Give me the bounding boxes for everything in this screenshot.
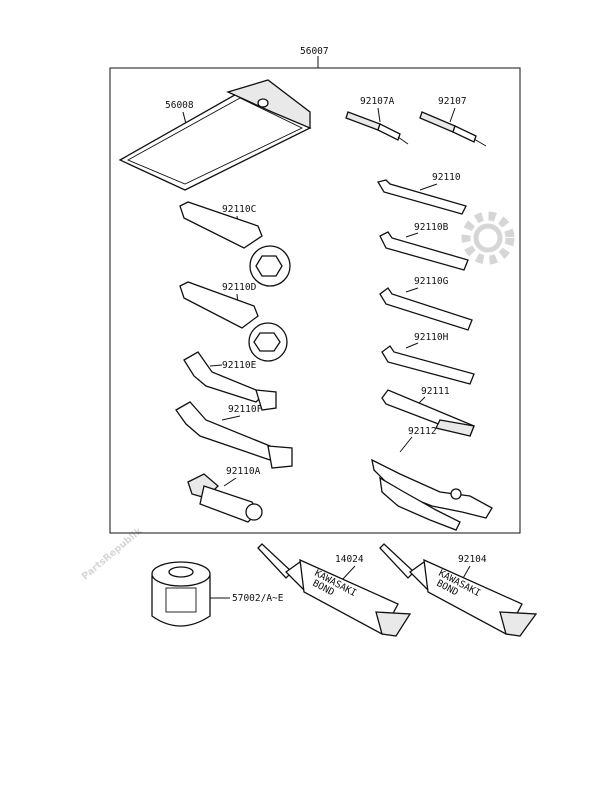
label-14024: 14024 <box>335 554 364 565</box>
oil-filter-57002 <box>151 561 211 627</box>
socket-wrench-92110a <box>187 473 263 523</box>
gear-icon <box>461 211 515 265</box>
label-92107a: 92107A <box>360 96 395 107</box>
screwdriver-92107 <box>419 111 487 147</box>
screwdriver-92107a <box>345 111 409 145</box>
hex-key-92110 <box>376 179 467 215</box>
labels: 56007 56008 92107A 92107 92110 92110C 92… <box>165 46 487 604</box>
label-57002: 57002/A~E <box>232 593 284 604</box>
label-92110d: 92110D <box>222 282 257 293</box>
label-92111: 92111 <box>421 386 450 397</box>
watermark: PartsRepublik <box>80 211 515 582</box>
label-92110e: 92110E <box>222 360 257 371</box>
open-wrench-92110f <box>175 401 293 469</box>
label-92107: 92107 <box>438 96 467 107</box>
label-92110g: 92110G <box>414 276 449 287</box>
label-92104: 92104 <box>458 554 487 565</box>
kit-box <box>109 67 521 534</box>
hex-key-92110h <box>381 345 475 385</box>
label-92110b: 92110B <box>414 222 449 233</box>
label-56008: 56008 <box>165 100 194 111</box>
bond-tube-14024: KAWASAKI BOND <box>257 543 412 637</box>
leader-lines <box>182 107 471 599</box>
hex-key-92110g <box>379 287 473 331</box>
box-wrench-92110d <box>179 281 288 362</box>
label-92110c: 92110C <box>222 204 256 215</box>
open-wrench-92110e <box>183 351 277 411</box>
tool-pouch-56008 <box>118 79 312 191</box>
label-92110f: 92110F <box>228 404 263 415</box>
label-92112: 92112 <box>408 426 437 437</box>
label-92110: 92110 <box>432 172 461 183</box>
label-92110a: 92110A <box>226 466 261 477</box>
label-92110h: 92110H <box>414 332 449 343</box>
hex-key-92110b <box>379 231 469 271</box>
extension-92111 <box>381 389 475 437</box>
pliers-92112 <box>371 458 493 531</box>
watermark-text: PartsRepublik <box>80 525 145 582</box>
box-wrench-92110c <box>179 201 291 287</box>
label-56007: 56007 <box>300 46 329 57</box>
